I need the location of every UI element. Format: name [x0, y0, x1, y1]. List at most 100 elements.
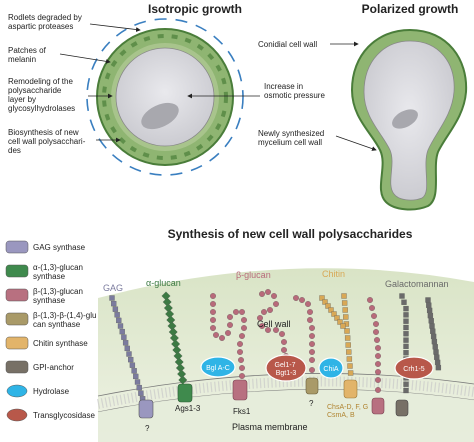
legend-swatch: [6, 384, 28, 398]
alpha-glucan-unit: [162, 297, 172, 307]
beta-glucan-unit: [241, 317, 247, 323]
chitin-unit: [345, 342, 351, 348]
legend-label: GAG synthase: [33, 243, 86, 252]
beta-glucan-unit: [239, 309, 245, 315]
label-osmotic: Increase in osmotic pressure: [264, 82, 325, 100]
alpha-glucan-unit: [175, 363, 185, 373]
enzyme-chs: ChsA-D, F, G CsmA, B: [327, 404, 370, 419]
chitin-unit: [341, 300, 348, 306]
legend-swatch: [5, 264, 29, 278]
label-remodeling: Remodeling of the polysaccharide layer b…: [8, 77, 75, 113]
beta-glucan-gpi: [371, 397, 385, 415]
alpha-glucan-unit: [167, 321, 177, 331]
label-rodlets: Rodlets degraded by aspartic proteases: [8, 13, 84, 31]
polarized-vacuole: [392, 109, 418, 129]
chitin-unit: [337, 319, 343, 325]
legend-item: Transglycosidase: [6, 408, 96, 422]
beta-glucan-unit: [375, 377, 381, 383]
legend-label: Transglycosidase: [33, 411, 96, 420]
alpha-glucan-unit: [174, 357, 184, 367]
legend-item: Hydrolase: [6, 384, 70, 398]
galactomannan-unit: [434, 359, 441, 366]
fks-synthase: [232, 379, 248, 401]
chitin-unit: [328, 307, 334, 313]
enzymes: ? Ags1-3 Fks1 Bgl A-C Gel1-7 Bgt1-3 ? Ch…: [138, 354, 434, 433]
poly-galactomannan: Galactomannan: [385, 279, 449, 289]
legend-swatch: [6, 408, 28, 422]
enzyme-fks: Fks1: [233, 407, 251, 416]
chitin-unit: [346, 349, 352, 355]
legend-item: GPI-anchor: [5, 360, 74, 374]
beta-glucan-unit: [210, 325, 216, 331]
rodlet-dashes: [86, 18, 244, 176]
galactomannan-unit: [403, 350, 409, 356]
chitin-unit: [342, 307, 348, 313]
chia-hydrolase: [318, 357, 344, 379]
beta-glucan-unit: [273, 301, 279, 307]
legend-swatch: [5, 312, 29, 326]
chitin-unit: [319, 295, 325, 301]
beta-glucan-unit: [241, 325, 247, 331]
beta-glucan-unit: [307, 309, 313, 315]
galactomannan-unit: [430, 328, 436, 334]
beta-glucan-unit: [227, 314, 233, 320]
chitin-unit: [343, 314, 349, 320]
beta-glucan-unit: [279, 331, 285, 337]
beta-glucan-unit: [309, 367, 315, 373]
poly-alpha-glucan: α-glucan: [146, 278, 181, 288]
beta-glucan-unit: [259, 323, 265, 329]
galactomannan-unit: [403, 331, 409, 337]
alpha-glucan-unit: [172, 345, 182, 355]
poly-gag: GAG: [103, 283, 123, 293]
galactomannan-unit: [425, 297, 431, 303]
chitin-unit: [322, 299, 328, 305]
beta-glucan-unit: [375, 345, 381, 351]
gag-unit: [117, 323, 124, 329]
beta-glucan-unit: [307, 317, 313, 323]
gag-unit: [122, 340, 129, 346]
galactomannan-unit: [401, 299, 407, 305]
beta-glucan-unit: [369, 305, 375, 311]
beta-glucan-unit: [371, 313, 377, 319]
galactomannan-unit: [427, 312, 434, 319]
legend-item: GAG synthase: [5, 240, 86, 254]
beta-glucan-unit: [213, 332, 219, 338]
galactomannan-unit: [403, 381, 409, 387]
crh-transglycosidase: [394, 356, 434, 380]
chitin-unit: [325, 303, 331, 309]
beta-glucan-unit: [375, 361, 381, 367]
polysaccharide-chains: [109, 289, 442, 402]
beta-glucan-unit: [261, 309, 267, 315]
gag-unit: [136, 384, 142, 391]
label-plasma-membrane: Plasma membrane: [232, 422, 308, 432]
galactomannan-unit: [403, 312, 409, 318]
polarized-cell: [350, 28, 468, 211]
ags-synthase: [177, 383, 193, 403]
gag-synthase: [138, 399, 154, 419]
beta-glucan-unit: [305, 301, 311, 307]
beta-glucan-unit: [374, 337, 380, 343]
beta-glucan-unit: [239, 373, 245, 379]
label-melanin: Patches of melanin: [8, 46, 48, 64]
beta-glucan-unit: [373, 321, 379, 327]
alpha-glucan-unit: [178, 375, 188, 385]
galactomannan-unit: [403, 343, 409, 350]
beta-glucan-unit: [273, 327, 279, 333]
beta-glucan-unit: [237, 349, 243, 355]
beta-glucan-unit: [267, 307, 273, 313]
beta-glucan-unit: [375, 369, 381, 375]
galactomannan-unit: [428, 318, 434, 324]
gag-unit: [114, 312, 120, 318]
legend-label: Hydrolase: [33, 387, 70, 396]
beta-glucan-unit: [210, 317, 216, 323]
beta-glucan-unit: [265, 327, 271, 333]
galactomannan-unit: [403, 337, 409, 343]
beta-glucan-unit: [373, 329, 379, 335]
alpha-glucan-unit: [166, 315, 176, 325]
alpha-glucan-unit: [168, 327, 178, 337]
